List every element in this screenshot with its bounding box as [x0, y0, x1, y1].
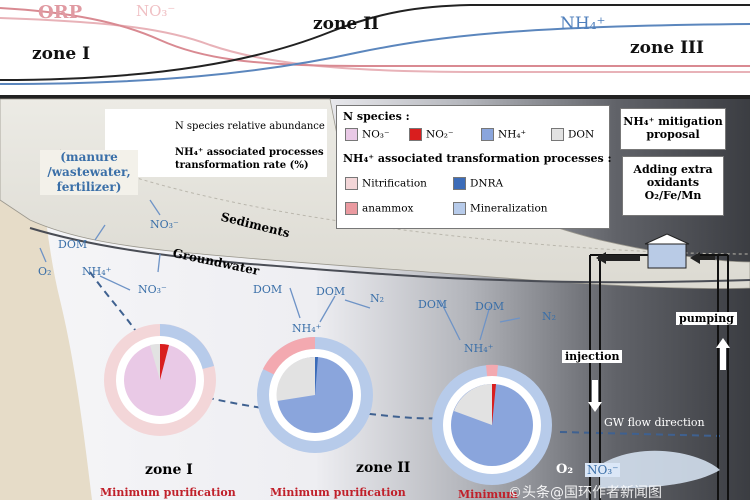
- swatch: [551, 128, 564, 141]
- pie-chart-zone3: [432, 364, 552, 485]
- oxidant-unit-roof: [644, 233, 690, 245]
- panel-divider: [0, 95, 750, 99]
- swatch: [409, 128, 422, 141]
- legend-item-anammox: anammox: [345, 202, 413, 215]
- legend-circle-line2: NH₄⁺ associated processes: [175, 147, 324, 158]
- injection-arrow: [592, 380, 598, 402]
- injection-label: injection: [562, 350, 623, 363]
- mitigation-line2: oxidants: [646, 176, 700, 189]
- legend-circle-line3: transformation rate (%): [175, 160, 309, 171]
- mitigation-title-box: NH₄⁺ mitigation proposal: [620, 108, 726, 150]
- top-panel: [0, 4, 750, 99]
- o2-label-1: O₂: [38, 265, 52, 278]
- mitigation-title-line2: proposal: [646, 128, 700, 141]
- no3-label: NO₃⁻: [136, 2, 176, 20]
- no3-label-3: NO₃⁻: [585, 463, 621, 477]
- purification-label-2: Minimum purification: [270, 486, 406, 499]
- pumping-label: pumping: [676, 312, 737, 325]
- mitigation-oxidant-box: Adding extra oxidants O₂/Fe/Mn: [622, 156, 724, 216]
- zone1-top-label: zone I: [32, 44, 91, 64]
- dom-label-2: DOM: [253, 283, 283, 296]
- swatch: [481, 128, 494, 141]
- pie-chart-zone2: [257, 336, 373, 453]
- nh4-label-3: NH₄⁺: [464, 342, 494, 355]
- zone1-bottom-label: zone I: [145, 462, 193, 478]
- pumping-arrow: [720, 348, 726, 370]
- no3-label-2: NO₃⁻: [138, 283, 167, 296]
- groundwater-table: [29, 227, 750, 284]
- flow-path-4: [559, 431, 721, 437]
- n2-label-2: N₂: [542, 310, 557, 323]
- dom-label-4: DOM: [418, 298, 448, 311]
- o2-label-2: O₂: [556, 462, 574, 477]
- mitigation-title-line1: NH₄⁺ mitigation: [623, 115, 723, 128]
- zone3-top-label: zone III: [630, 38, 704, 58]
- nh4-label-2: NH₄⁺: [292, 322, 322, 335]
- legend-item-nitrification: Nitrification: [345, 177, 427, 190]
- legend-item-no3: NO₃⁻: [345, 128, 390, 141]
- no3-label-1: NO₃⁻: [150, 218, 179, 231]
- legend-circle-line1: N species relative abundance: [175, 121, 325, 132]
- zone2-top-label: zone II: [313, 14, 379, 34]
- mitigation-line3: O₂/Fe/Mn: [644, 189, 702, 202]
- flow-path-3: [344, 411, 441, 420]
- legend-item-don: DON: [551, 128, 594, 141]
- n2-label-1: N₂: [370, 292, 385, 305]
- swatch: [345, 177, 358, 190]
- swatch: [453, 177, 466, 190]
- o2-plume: [600, 450, 720, 489]
- gw-flow-label: GW flow direction: [604, 416, 705, 429]
- legend-processes-title: NH₄⁺ associated transformation processes…: [343, 152, 612, 165]
- pie-chart-zone1: [104, 324, 216, 436]
- zone2-bottom-label: zone II: [356, 460, 411, 476]
- no3-curve: [0, 17, 750, 73]
- legend-item-no2: NO₂⁻: [409, 128, 454, 141]
- dom-label-1: DOM: [58, 238, 88, 251]
- nh4-curve: [0, 23, 750, 85]
- source-label: (manure /wastewater, fertilizer): [40, 150, 138, 195]
- dom-label-5: DOM: [475, 300, 505, 313]
- process-arrows: [39, 199, 521, 341]
- purification-label-3: Minimum: [458, 488, 518, 500]
- swatch: [345, 128, 358, 141]
- nh4-label-1: NH₄⁺: [82, 265, 112, 278]
- oxidant-unit: [647, 243, 687, 269]
- pipe: [589, 255, 729, 500]
- orp-label: ORP: [38, 2, 83, 23]
- legend-item-dnra: DNRA: [453, 177, 503, 190]
- mitigation-line1: Adding extra: [633, 163, 713, 176]
- legend-item-mineralization: Mineralization: [453, 202, 548, 215]
- watermark: ©头条@国环作者新闻图: [508, 485, 662, 500]
- legend-species-title: N species :: [343, 110, 410, 123]
- legend-circle: N species relative abundance NH₄⁺ associ…: [105, 109, 327, 177]
- dom-label-3: DOM: [316, 285, 346, 298]
- swatch: [453, 202, 466, 215]
- swatch: [345, 202, 358, 215]
- black-curve: [0, 4, 750, 81]
- legend-species: N species : NO₃⁻ NO₂⁻ NH₄⁺ DON NH₄⁺ asso…: [336, 105, 612, 229]
- nh4-label: NH₄⁺: [560, 14, 606, 34]
- legend-item-nh4: NH₄⁺: [481, 128, 526, 141]
- purification-label-1: Minimum purification: [100, 486, 236, 499]
